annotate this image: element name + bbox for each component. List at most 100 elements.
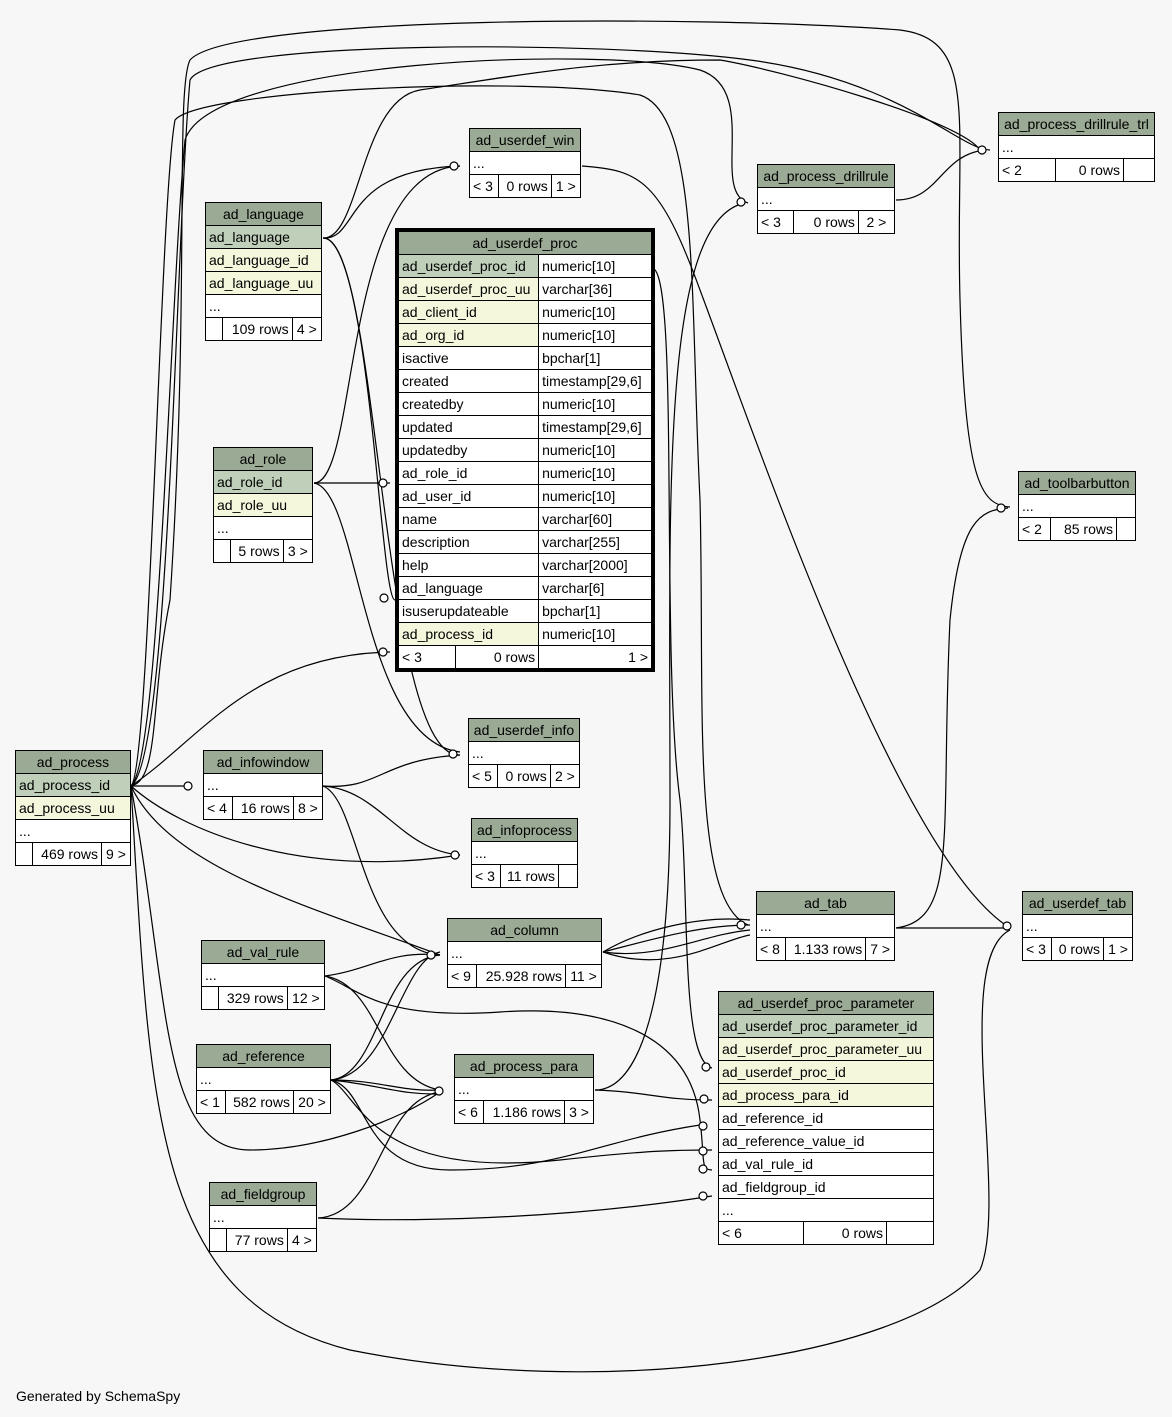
parents-count[interactable]: < 3 — [471, 864, 501, 888]
parents-cell — [201, 986, 219, 1010]
parents-count[interactable]: < 8 — [756, 937, 786, 961]
parents-count[interactable]: < 2 — [1018, 517, 1051, 541]
parents-count[interactable]: < 3 — [468, 174, 500, 198]
column-name: isuserupdateable — [397, 599, 540, 623]
children-count[interactable]: 11 > — [564, 964, 603, 988]
children-count[interactable]: 20 > — [292, 1090, 332, 1114]
children-count[interactable]: 1 > — [1102, 937, 1134, 961]
table-title[interactable]: ad_userdef_proc — [398, 231, 652, 255]
parents-cell — [205, 317, 223, 341]
parents-cell — [209, 1228, 227, 1252]
children-count[interactable]: 7 > — [865, 937, 895, 961]
column-type: timestamp[29,6] — [538, 415, 652, 439]
children-count[interactable]: 9 > — [100, 842, 132, 866]
children-count[interactable]: 2 > — [549, 764, 581, 788]
column-more: ... — [468, 741, 580, 765]
row-count: 0 rows — [1050, 937, 1104, 961]
table-title[interactable]: ad_fieldgroup — [209, 1182, 317, 1206]
column-more: ... — [203, 773, 323, 797]
row-count: 0 rows — [1055, 158, 1124, 182]
parents-count[interactable]: < 5 — [467, 764, 499, 788]
children-count[interactable]: 4 > — [286, 1228, 318, 1252]
table-title[interactable]: ad_process_drillrule_trl — [998, 112, 1155, 136]
parents-count[interactable]: < 6 — [454, 1100, 484, 1124]
table-ad-role[interactable]: ad_role ad_role_id ad_role_uu ... 5 rows… — [213, 447, 314, 563]
table-title[interactable]: ad_process — [15, 750, 131, 774]
row-count: 0 rows — [498, 174, 552, 198]
table-title[interactable]: ad_reference — [196, 1044, 331, 1068]
table-title[interactable]: ad_process_para — [454, 1054, 594, 1078]
table-title[interactable]: ad_tab — [756, 891, 895, 915]
column-more: ... — [447, 941, 602, 965]
table-title[interactable]: ad_infoprocess — [471, 818, 578, 842]
row-count: 1.133 rows — [784, 937, 867, 961]
table-ad-language[interactable]: ad_language ad_language ad_language_id a… — [205, 202, 323, 341]
parents-count[interactable]: < 4 — [202, 796, 234, 820]
children-count — [886, 1221, 934, 1245]
children-count[interactable]: 4 > — [291, 317, 323, 341]
children-count[interactable]: 12 > — [286, 986, 326, 1010]
row-count: 85 rows — [1049, 517, 1118, 541]
table-ad-userdef-proc-parameter[interactable]: ad_userdef_proc_parameter ad_userdef_pro… — [718, 991, 934, 1245]
parents-count[interactable]: < 9 — [447, 964, 477, 988]
children-count — [558, 864, 578, 888]
parents-count[interactable]: < 2 — [998, 158, 1056, 182]
table-title[interactable]: ad_toolbarbutton — [1018, 471, 1136, 495]
column-more: ... — [757, 187, 895, 211]
column-name: ad_user_id — [397, 484, 540, 508]
table-title[interactable]: ad_process_drillrule — [757, 164, 895, 188]
column: ad_userdef_proc_id — [718, 1060, 934, 1084]
parents-cell — [213, 539, 231, 563]
table-title[interactable]: ad_val_rule — [201, 940, 325, 964]
children-count[interactable]: 3 > — [564, 1100, 594, 1124]
column-more: ... — [471, 841, 578, 865]
parents-count[interactable]: < 3 — [398, 645, 456, 669]
table-title[interactable]: ad_role — [213, 447, 313, 471]
table-title[interactable]: ad_language — [205, 202, 322, 226]
parents-cell — [15, 842, 33, 866]
column: ad_language_uu — [205, 271, 322, 295]
table-title[interactable]: ad_userdef_tab — [1022, 891, 1133, 915]
column-type: varchar[60] — [538, 507, 652, 531]
parents-count[interactable]: < 3 — [756, 210, 795, 234]
column-type: numeric[10] — [538, 300, 652, 324]
table-title[interactable]: ad_infowindow — [203, 750, 323, 774]
column: ad_role_uu — [213, 493, 313, 517]
row-count: 25.928 rows — [475, 964, 566, 988]
column-type: numeric[10] — [538, 484, 652, 508]
children-count[interactable]: 2 > — [857, 210, 896, 234]
table-title[interactable]: ad_userdef_info — [468, 718, 580, 742]
table-title[interactable]: ad_column — [447, 918, 602, 942]
row-count: 5 rows — [230, 539, 284, 563]
parents-count[interactable]: < 6 — [718, 1221, 804, 1245]
column-name: name — [397, 507, 540, 531]
parents-count[interactable]: < 3 — [1022, 937, 1052, 961]
children-count[interactable]: 3 > — [282, 539, 314, 563]
children-count[interactable]: 8 > — [292, 796, 324, 820]
column-type: varchar[36] — [538, 277, 652, 301]
table-title[interactable]: ad_userdef_proc_parameter — [718, 991, 934, 1015]
children-count[interactable]: 1 > — [538, 645, 652, 669]
column-pk: ad_language — [205, 225, 322, 249]
row-count: 0 rows — [803, 1221, 887, 1245]
children-count[interactable]: 1 > — [550, 174, 582, 198]
table-ad-process[interactable]: ad_process ad_process_id ad_process_uu .… — [15, 750, 132, 866]
parents-count[interactable]: < 1 — [196, 1090, 226, 1114]
column-name: isactive — [397, 346, 540, 370]
table-title[interactable]: ad_userdef_win — [469, 128, 581, 152]
